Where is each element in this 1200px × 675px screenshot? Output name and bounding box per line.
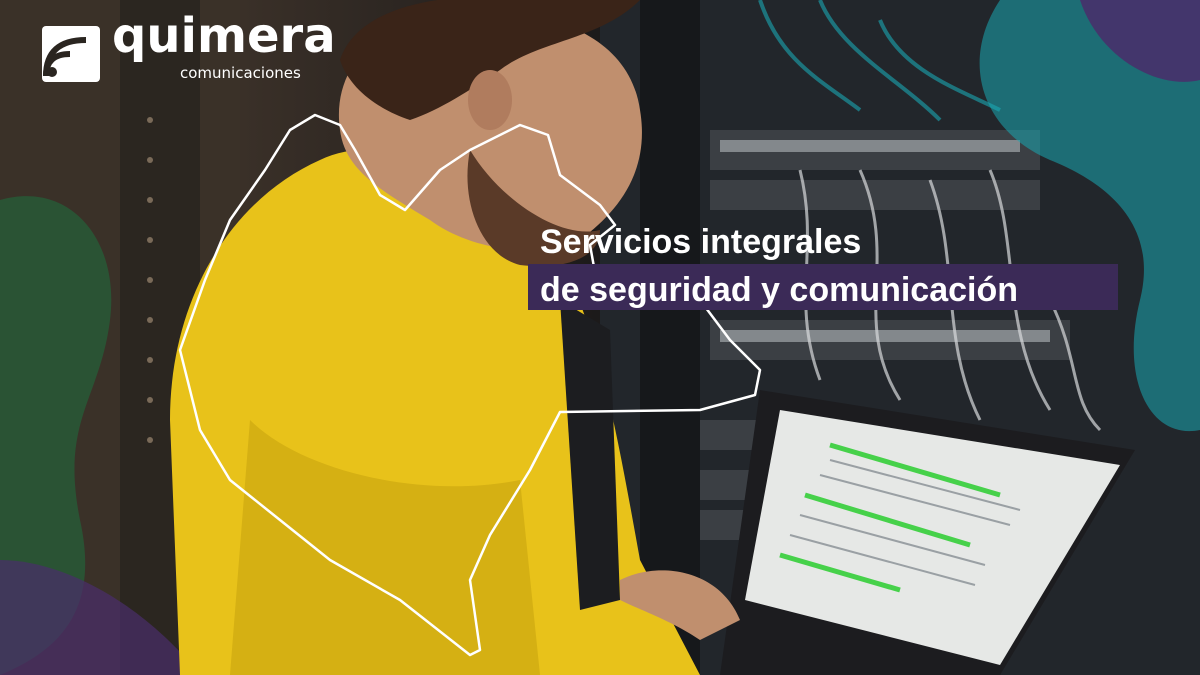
headline: Servicios integrales de seguridad y comu…	[528, 220, 1030, 312]
headline-line-2: de seguridad y comunicación	[540, 271, 1019, 309]
rack-holes	[147, 117, 153, 443]
brand-logo: quimera comunicaciones	[40, 12, 340, 86]
purple-blob-bottom	[0, 560, 200, 675]
headline-line-1: Servicios integrales	[540, 223, 862, 261]
brand-name: quimera	[112, 8, 336, 64]
map-outline	[178, 113, 762, 657]
beard	[467, 150, 600, 267]
teal-blob	[979, 0, 1200, 432]
ear	[468, 70, 512, 130]
screen-rows	[789, 459, 1021, 586]
purple-blob	[1080, 0, 1200, 82]
headline-highlight	[528, 264, 1118, 310]
hair	[340, 0, 640, 120]
switch-ports	[720, 140, 1050, 342]
blue-cables	[758, 0, 1001, 122]
wifi-signal-icon	[42, 26, 100, 82]
jacket-lining	[560, 300, 620, 610]
green-blob	[0, 196, 112, 675]
brand-subtitle: comunicaciones	[180, 64, 301, 82]
jacket-shadow	[230, 420, 540, 675]
rack-rail	[640, 0, 700, 675]
hand	[620, 570, 740, 640]
laptop-screen	[745, 410, 1120, 665]
screen-highlights	[779, 442, 1001, 593]
